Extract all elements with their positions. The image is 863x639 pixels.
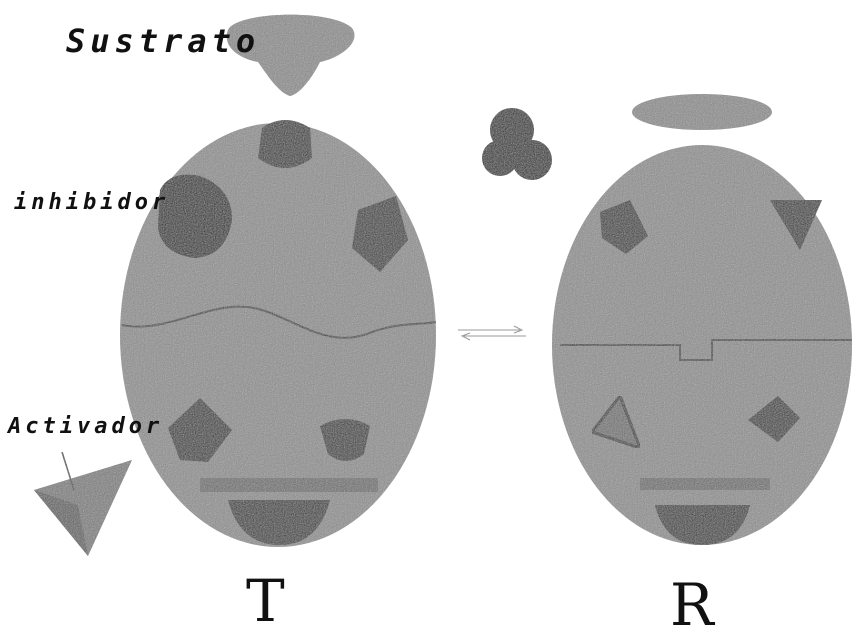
t-state-label: T [246, 572, 285, 630]
free-inhibitor-molecule [482, 108, 552, 180]
activator-label: Activador [8, 414, 163, 439]
free-activator-molecule [34, 452, 132, 556]
inhibitor-label: inhibidor [14, 190, 169, 215]
enzyme-r-state [552, 94, 852, 545]
equilibrium-arrows [458, 326, 526, 340]
substrate-label: Sustrato [66, 22, 260, 60]
r-state-label: R [670, 576, 714, 634]
